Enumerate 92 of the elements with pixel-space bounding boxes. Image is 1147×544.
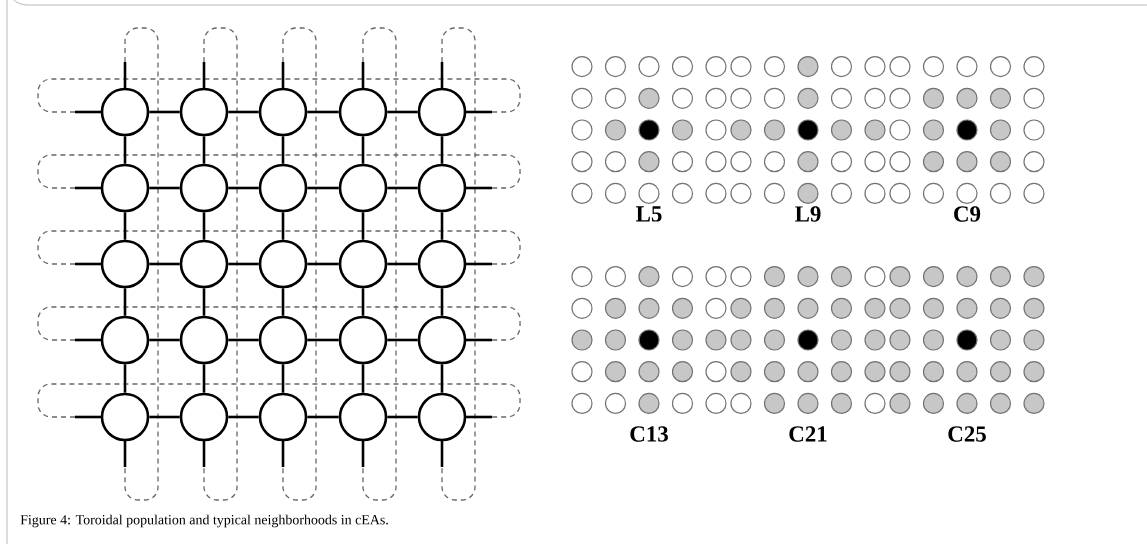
connector-line <box>228 262 259 266</box>
connector-line <box>228 110 259 114</box>
connector-line <box>228 186 259 190</box>
panel-label: C9 <box>954 206 981 222</box>
node-circle <box>417 315 467 365</box>
connector-line <box>281 364 285 393</box>
node-circle <box>179 239 229 289</box>
node-circle <box>338 239 388 289</box>
connector-line <box>440 364 444 393</box>
stub-line <box>465 415 492 419</box>
connector-line <box>440 288 444 316</box>
connector-line <box>202 364 206 393</box>
stub-line <box>465 338 492 342</box>
node-circle <box>417 392 467 442</box>
stub-line <box>361 440 365 467</box>
panel-label: C13 <box>630 426 668 442</box>
stub-line <box>465 186 492 190</box>
node-circle <box>338 163 388 213</box>
node-circle <box>417 163 467 213</box>
stub-line <box>281 62 285 89</box>
panel-label: L9 <box>795 206 821 222</box>
connector-line <box>149 110 180 114</box>
stub-line <box>123 440 127 467</box>
connector-line <box>387 262 418 266</box>
connector-line <box>307 110 339 114</box>
stub-line <box>75 186 102 190</box>
connector-line <box>149 415 180 419</box>
connector-line <box>307 186 339 190</box>
node-circle <box>100 163 150 213</box>
connector-line <box>202 212 206 240</box>
connector-line <box>281 288 285 316</box>
node-circle <box>100 239 150 289</box>
node-circle <box>100 315 150 365</box>
node-circle <box>338 87 388 137</box>
stub-line <box>75 262 102 266</box>
panel-label: C25 <box>948 426 986 442</box>
stub-line <box>75 415 102 419</box>
stub-line <box>440 440 444 467</box>
connector-line <box>123 364 127 393</box>
connector-line <box>307 415 339 419</box>
connector-line <box>281 212 285 240</box>
node-circle <box>258 163 308 213</box>
node-circle <box>338 315 388 365</box>
connector-line <box>149 338 180 342</box>
node-circle <box>179 163 229 213</box>
node-circle <box>338 392 388 442</box>
connector-line <box>387 110 418 114</box>
connector-line <box>228 415 259 419</box>
node-circle <box>258 87 308 137</box>
stub-line <box>465 262 492 266</box>
node-circle <box>258 239 308 289</box>
stub-line <box>465 110 492 114</box>
connector-line <box>123 288 127 316</box>
node-circle <box>179 392 229 442</box>
node-circle <box>179 315 229 365</box>
node-circle <box>179 87 229 137</box>
connector-line <box>361 288 365 316</box>
connector-line <box>202 136 206 164</box>
connector-line <box>361 364 365 393</box>
node-circle <box>258 315 308 365</box>
node-circle <box>100 392 150 442</box>
connector-line <box>202 288 206 316</box>
connector-line <box>387 415 418 419</box>
connector-line <box>361 136 365 164</box>
connector-line <box>281 136 285 164</box>
connector-line <box>361 212 365 240</box>
connector-line <box>228 338 259 342</box>
connector-line <box>149 262 180 266</box>
node-circle <box>417 87 467 137</box>
connector-line <box>307 262 339 266</box>
connector-line <box>149 186 180 190</box>
connector-line <box>387 186 418 190</box>
stub-line <box>202 62 206 89</box>
stub-line <box>281 440 285 467</box>
figure-caption: Figure 4: Toroidal population and typical neighborhoods in cEAs. <box>20 514 388 528</box>
panel-label: C21 <box>789 426 827 442</box>
node-circle <box>100 87 150 137</box>
connector-line <box>387 338 418 342</box>
connector-line <box>123 136 127 164</box>
connector-line <box>440 136 444 164</box>
stub-line <box>440 62 444 89</box>
stub-line <box>75 110 102 114</box>
panel-label: L5 <box>636 206 662 222</box>
connector-line <box>307 338 339 342</box>
stub-line <box>361 62 365 89</box>
connector-line <box>123 212 127 240</box>
connector-line <box>440 212 444 240</box>
stub-line <box>123 62 127 89</box>
node-circle <box>417 239 467 289</box>
stub-line <box>75 338 102 342</box>
node-circle <box>258 392 308 442</box>
stub-line <box>202 440 206 467</box>
